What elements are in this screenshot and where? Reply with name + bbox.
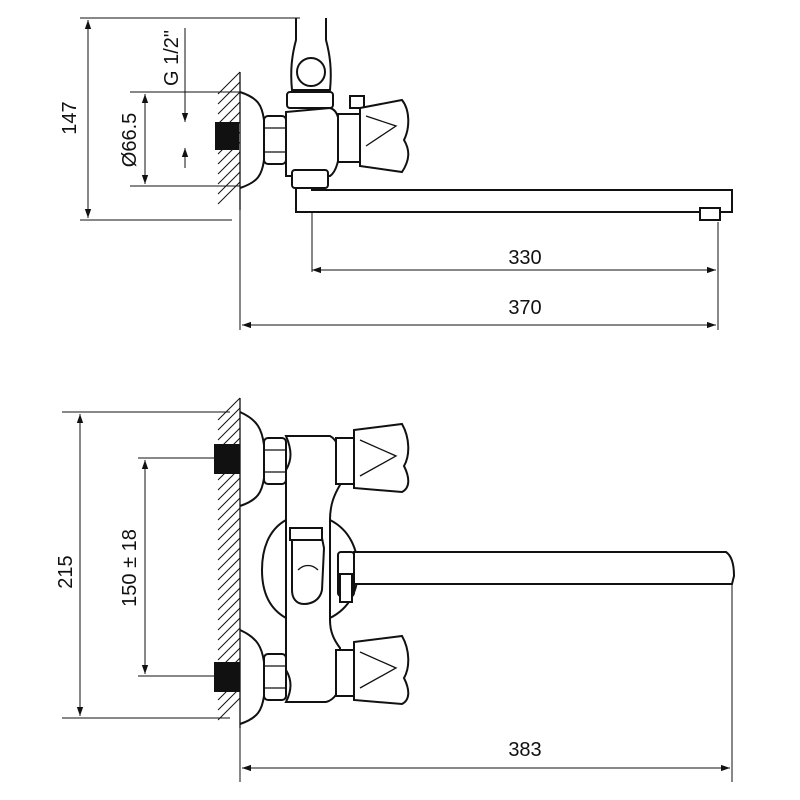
wall-hatch-stroke <box>217 697 241 721</box>
wall-hatch-stroke <box>217 151 241 175</box>
wall-hatch-stroke <box>217 497 241 521</box>
height-147-label: 147 <box>59 101 81 134</box>
top-aerator <box>699 207 721 221</box>
upper-valve-stem <box>335 437 355 485</box>
wall-hatch-stroke <box>217 557 241 581</box>
diameter-label: Ø66.5 <box>119 113 141 167</box>
shower-holder-ring <box>296 57 326 87</box>
upper-escutcheon <box>239 411 265 507</box>
wall-hatch-stroke <box>217 547 241 571</box>
wall-hatch-stroke <box>217 587 241 611</box>
wall-hatch-stroke <box>217 71 241 95</box>
wall-hatch-stroke <box>217 407 241 431</box>
spout-collar <box>291 169 329 189</box>
shower-holder <box>290 18 332 91</box>
lower-handle-detail <box>359 651 398 689</box>
upper-union-nut <box>263 437 287 485</box>
wall-hatch-stroke <box>217 507 241 531</box>
wall-hatch-stroke <box>217 181 241 205</box>
bottom-holder-top <box>289 527 323 541</box>
bottom-diverter-knob <box>339 573 353 603</box>
wall-hatch-stroke <box>217 567 241 591</box>
thread-label: G 1/2" <box>161 30 183 86</box>
height-215-label: 215 <box>55 555 77 588</box>
top-wall-nut <box>215 122 239 150</box>
top-valve-stem <box>337 113 361 163</box>
wall-hatch-stroke <box>217 477 241 501</box>
wall-hatch-stroke <box>217 617 241 641</box>
diverter-knob <box>349 95 365 109</box>
bottom-spout <box>353 551 736 585</box>
top-union-nut <box>263 115 287 165</box>
center-distance-label: 150 ± 18 <box>119 529 141 607</box>
top-spout <box>295 187 733 213</box>
total-reach-370-label: 370 <box>508 297 541 319</box>
top-escutcheon <box>239 91 265 189</box>
top-handle-detail <box>365 115 398 147</box>
wall-hatch-stroke <box>217 527 241 551</box>
wall-hatch-stroke <box>217 397 241 421</box>
holder-clip-detail <box>297 564 319 571</box>
wall-hatch-stroke <box>217 607 241 631</box>
wall-hatch-stroke <box>217 537 241 561</box>
total-reach-383-label: 383 <box>508 739 541 761</box>
wall-hatch-stroke <box>217 417 241 441</box>
upper-handle <box>353 422 410 494</box>
lower-valve-stem <box>335 649 355 697</box>
wall-hatch-stroke <box>217 171 241 195</box>
wall-hatch-stroke <box>217 91 241 115</box>
upper-wall-nut <box>214 444 240 474</box>
wall-hatch-stroke <box>217 487 241 511</box>
wall-hatch-stroke <box>217 101 241 125</box>
upper-handle-detail <box>359 439 398 477</box>
lower-union-nut <box>263 653 287 701</box>
wall-hatch-stroke <box>217 517 241 541</box>
wall-hatch-stroke <box>217 161 241 185</box>
lower-escutcheon <box>239 629 265 725</box>
body-center-bulge-left <box>260 519 287 619</box>
top-view: 147 Ø66.5 G 1/2" 330 370 <box>59 17 733 330</box>
spout-reach-330-label: 330 <box>508 247 541 269</box>
wall-hatch-stroke <box>217 577 241 601</box>
lower-handle <box>353 634 410 706</box>
wall-hatch-stroke <box>217 627 241 651</box>
wall-hatch-stroke <box>217 597 241 621</box>
wall-hatch-stroke <box>217 637 241 661</box>
wall-hatch-stroke <box>217 81 241 105</box>
top-handle <box>359 98 410 174</box>
holder-base <box>286 91 334 109</box>
lower-wall-nut <box>214 662 240 692</box>
bottom-view: 215 150 ± 18 383 <box>55 397 736 782</box>
top-mixer-body <box>285 106 342 177</box>
